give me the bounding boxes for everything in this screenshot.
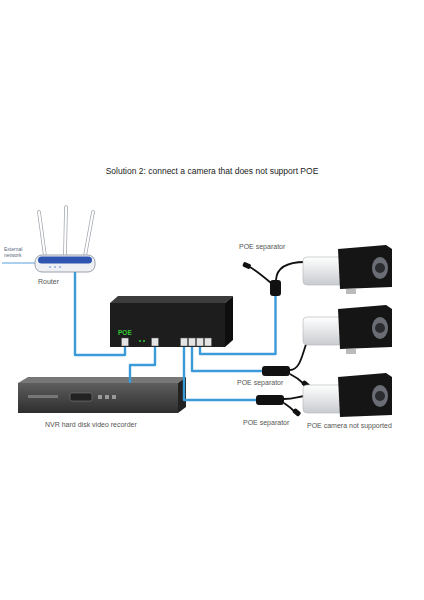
network-cable: [192, 347, 262, 371]
camera-illustration: [303, 305, 392, 354]
network-label: External network: [4, 247, 34, 258]
network-cable: [75, 272, 125, 355]
device-label: POE separator: [237, 379, 283, 387]
camera-note: POE camera not supported: [307, 422, 392, 430]
nvr-box: NVR hard disk video recorder: [18, 383, 178, 413]
network-cable: [130, 347, 155, 383]
router-box: Router: [35, 255, 95, 272]
switch-illustration: [110, 296, 233, 347]
nvr-illustration: [18, 377, 186, 413]
poe-switch-box: POE: [110, 303, 225, 347]
device-label: POE: [118, 329, 132, 336]
diagram-title: Solution 2: connect a camera that does n…: [0, 166, 424, 176]
router-illustration: [35, 207, 95, 272]
device-label: POE separator: [239, 243, 285, 251]
separator-box: POE separator: [270, 280, 281, 296]
camera-illustration: [303, 245, 392, 294]
separator-box: POE separator: [256, 395, 284, 405]
separator-box: POE separator: [262, 366, 290, 376]
network-cable: [200, 296, 276, 354]
device-label: POE separator: [243, 419, 289, 427]
network-cable: [184, 347, 256, 400]
device-label: Router: [38, 278, 59, 286]
device-label: NVR hard disk video recorder: [45, 421, 137, 429]
external-line: [2, 262, 35, 264]
camera-illustration: [303, 373, 392, 417]
